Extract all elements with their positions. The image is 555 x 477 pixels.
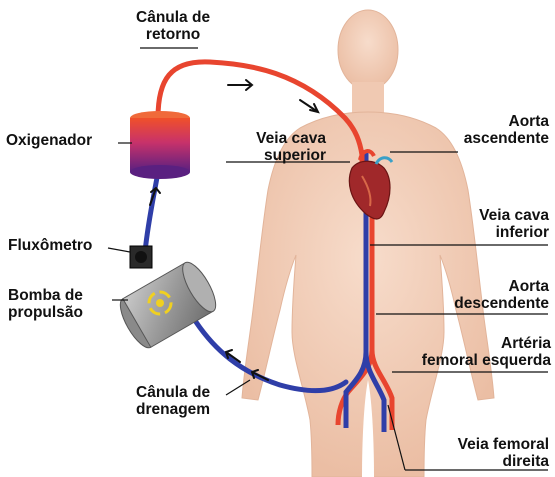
- oxygenator-device: [130, 111, 190, 179]
- label-fluxometro: Fluxômetro: [8, 237, 92, 254]
- flowmeter-device: [130, 246, 152, 268]
- label-oxigenador: Oxigenador: [6, 132, 92, 149]
